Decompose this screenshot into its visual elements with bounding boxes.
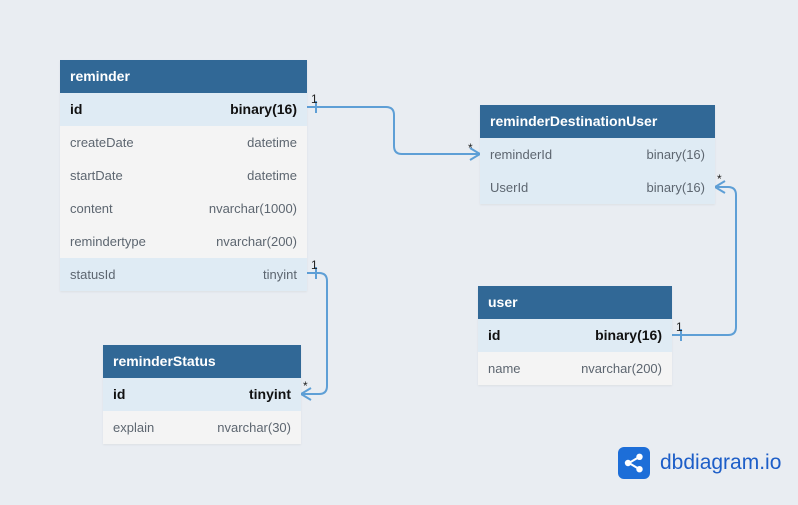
column-type: nvarchar(200) [216,234,297,249]
column-name: reminderId [490,147,553,162]
relationship-line-reminder-status[interactable] [301,272,328,395]
column-type: nvarchar(1000) [208,201,297,216]
table-reminder-status[interactable]: reminderStatus id tinyint explain nvarch… [103,345,301,444]
relationship-line-user-destination[interactable] [672,186,737,336]
table-header[interactable]: reminderStatus [103,345,301,378]
many-marker [713,180,726,194]
column-type: datetime [247,135,297,150]
column-name: content [70,201,113,216]
cardinality-label: 1 [676,320,683,334]
table-user[interactable]: user id binary(16) name nvarchar(200) [478,286,672,385]
column-name: id [488,327,501,343]
table-header[interactable]: user [478,286,672,319]
column-type: binary(16) [230,101,297,117]
relationship-line-reminder-destination[interactable] [307,106,480,155]
column-name: id [70,101,83,117]
column-type: tinyint [249,386,291,402]
table-row[interactable]: reminderId binary(16) [480,138,715,171]
table-row[interactable]: UserId binary(16) [480,171,715,204]
column-name: name [488,361,521,376]
table-row[interactable]: id binary(16) [478,319,672,352]
column-name: id [113,386,126,402]
cardinality-label: 1 [311,258,318,272]
table-row[interactable]: explain nvarchar(30) [103,411,301,444]
dbdiagram-logo[interactable]: dbdiagram.io [618,447,781,479]
table-header[interactable]: reminderDestinationUser [480,105,715,138]
column-name: remindertype [70,234,146,249]
table-reminder-destination-user[interactable]: reminderDestinationUser reminderId binar… [480,105,715,204]
cardinality-label: 1 [311,92,318,106]
cardinality-label: * [717,172,722,186]
column-name: createDate [70,135,134,150]
table-row[interactable]: statusId tinyint [60,258,307,291]
table-row[interactable]: remindertype nvarchar(200) [60,225,307,258]
column-type: binary(16) [646,147,705,162]
table-row[interactable]: startDate datetime [60,159,307,192]
table-row[interactable]: content nvarchar(1000) [60,192,307,225]
column-type: tinyint [263,267,297,282]
table-row[interactable]: createDate datetime [60,126,307,159]
table-header[interactable]: reminder [60,60,307,93]
table-row[interactable]: name nvarchar(200) [478,352,672,385]
column-name: statusId [70,267,116,282]
logo-text: dbdiagram.io [660,451,782,474]
column-name: explain [113,420,155,435]
column-type: nvarchar(200) [581,361,662,376]
table-reminder[interactable]: reminder id binary(16) createDate dateti… [60,60,307,291]
table-row[interactable]: id binary(16) [60,93,307,126]
column-type: datetime [247,168,297,183]
column-name: UserId [490,180,529,195]
column-type: nvarchar(30) [217,420,291,435]
table-row[interactable]: id tinyint [103,378,301,411]
column-type: binary(16) [646,180,705,195]
cardinality-label: * [468,141,473,155]
column-type: binary(16) [595,327,662,343]
many-marker [299,387,312,401]
column-name: startDate [70,168,123,183]
share-icon [618,447,650,479]
cardinality-label: * [303,379,308,393]
